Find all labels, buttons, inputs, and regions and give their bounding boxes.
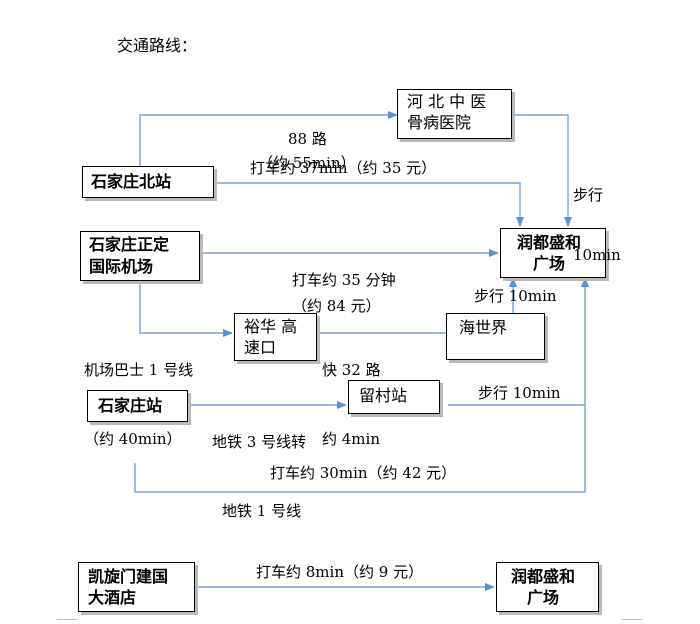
node-yuhua-line1: 裕华 高 [244,317,298,336]
edge-bus88-time: （约 55min） [258,113,356,193]
edge-airport-bus-line1: 机场巴士 1 号线 [84,361,194,379]
edge-taxi-airport-label: 打车约 35 分钟 [292,230,396,310]
edge-taxi-kaixuanmen-label: 打车约 8min（约 9 元） [256,563,424,581]
edge-taxi-station-label: 打车约 30min（约 42 元） [270,464,457,482]
node-liucun-label: 留村站 [359,386,408,405]
page-corner-mark-right [622,619,642,624]
edge-metro-line1: 地铁 3 号线转 [212,433,307,451]
edge-bus88-line1: 88 路 [288,130,327,148]
node-shijiazhuang-station-label: 石家庄站 [98,396,163,415]
node-kaixuanmen: 凯旋门建国 大酒店 [78,562,195,612]
edge-bus88-line2: （约 55min） [258,154,356,172]
bus88-connector [139,111,398,170]
taxi-north-connector [214,182,524,227]
edge-metro-label: 地铁 3 号线转 地铁 1 号线 [212,385,306,546]
node-yuhua: 裕华 高 速口 [234,313,317,361]
node-airport-line2: 国际机场 [89,257,154,276]
taxi-station-connector [134,277,589,493]
node-runduisheng-bottom-line1: 润都盛和 [511,567,576,586]
edge-walk-hospital-line1: 步行 [573,186,604,204]
node-haishijie-label: 海世界 [459,318,508,337]
edge-taxi-airport-line2: （约 84 元） [292,297,381,315]
page-title: 交通路线： [117,36,198,55]
edge-walk-liucun-label: 步行 10min [478,384,561,402]
node-shijiazhuang-station: 石家庄站 [87,390,188,422]
edge-taxi-airport-price: （约 84 元） [292,256,381,336]
edge-walk-haishijie-label: 步行 10min [474,287,557,305]
airport-bus-connector [139,281,233,337]
edge-airport-bus-label: 机场巴士 1 号线 （约 40min） [84,313,193,474]
node-runduisheng-bottom-line2: 广场 [527,588,560,607]
edge-kuai32-line1: 快 32 路 [322,361,381,379]
edge-kuai32-label: 快 32 路 约 4min [322,313,381,474]
node-hebei-hospital: 河 北 中 医 骨病医院 [397,89,512,139]
node-shijiazhuang-north: 石家庄北站 [82,166,214,198]
node-liucun: 留村站 [348,380,440,414]
node-kaixuanmen-line1: 凯旋门建国 [88,567,169,586]
edge-kuai32-line2: 约 4min [322,430,380,448]
node-yuhua-line2: 速口 [244,338,277,357]
edge-airport-bus-line2: （约 40min） [84,430,182,448]
node-hebei-hospital-line2: 骨病医院 [407,113,472,132]
node-airport-line1: 石家庄正定 [89,235,170,254]
node-runduisheng-top-line1: 润都盛和 [517,233,582,252]
edge-taxi-north-label: 打车约 37min（约 35 元） [250,159,437,177]
node-runduisheng-bottom: 润都盛和 广场 [496,562,599,612]
edge-taxi-airport-line1: 打车约 35 分钟 [292,271,396,289]
node-kaixuanmen-line2: 大酒店 [88,588,137,607]
node-haishijie: 海世界 [446,313,545,360]
node-runduisheng-top-line2: 广场 [533,254,566,273]
edge-metro-line2: 地铁 1 号线 [222,502,302,520]
node-runduisheng-top: 润都盛和 广场 [500,228,606,278]
page-corner-mark-left [57,619,77,624]
node-hebei-hospital-line1: 河 北 中 医 [407,92,487,111]
edge-walk-hospital-line2: 10min [573,246,621,264]
node-airport: 石家庄正定 国际机场 [80,231,200,281]
edge-bus88-label: 88 路 [288,89,327,169]
edge-walk-hospital-label: 步行 10min [573,145,621,285]
walk-hospital-connector [512,114,572,227]
node-shijiazhuang-north-label: 石家庄北站 [91,172,172,191]
